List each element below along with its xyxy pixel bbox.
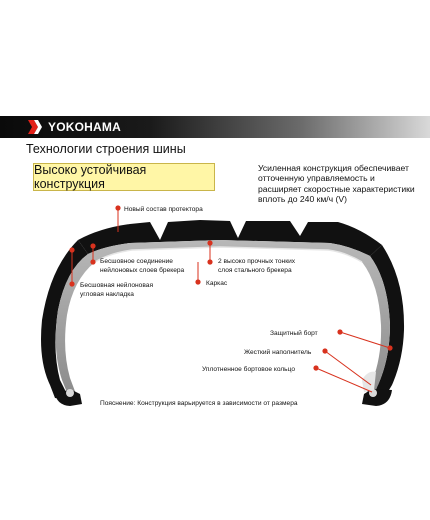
dot-seamless-joint: [90, 243, 96, 249]
label-bead-ring: Уплотненное бортовое кольцо: [202, 365, 295, 373]
dot-carcass: [195, 279, 201, 285]
carcass-layer: [55, 240, 390, 395]
right-bead-filler: [362, 371, 376, 392]
dot-corner-overlay-label: [69, 281, 75, 287]
feature-box-label: Высоко устойчивая конструкция: [34, 163, 147, 191]
label-corner-overlay-1: Бесшовная нейлоновая: [80, 281, 153, 289]
right-sidewall: [365, 245, 405, 405]
yokohama-chevron-icon: [28, 120, 42, 134]
tread-band: [78, 220, 382, 256]
leader-bead-filler: [324, 350, 372, 386]
leader-rim-guard: [339, 331, 391, 349]
dot-rim-guard: [337, 329, 343, 335]
dot-corner-overlay: [69, 247, 75, 253]
right-bead: [362, 389, 392, 406]
label-carcass: Каркас: [206, 280, 228, 287]
brand-bar: [0, 116, 430, 138]
inner-liner: [94, 246, 363, 263]
dot-bead-ring: [313, 365, 319, 371]
label-bead-filler: Жесткий наполнитель: [244, 348, 312, 356]
left-bead-ring: [66, 389, 74, 397]
label-seamless-joint-2: нейлоновых слоев брекера: [100, 266, 185, 274]
label-steel-breaker-2: слоя стального брекера: [218, 266, 292, 274]
dot-seamless-joint-label: [90, 259, 96, 265]
brand-logo: YOKOHAMA: [28, 119, 121, 135]
dot-bead-filler: [322, 348, 328, 354]
label-corner-overlay-2: угловая накладка: [80, 291, 134, 298]
brand-name: YOKOHAMA: [48, 120, 121, 134]
label-seamless-joint-1: Бесшовное соединение: [100, 258, 173, 265]
leader-bead-ring: [315, 367, 373, 393]
left-bead: [55, 390, 82, 406]
dot-rim-guard-end: [387, 345, 393, 351]
section-title: Технологии строения шины: [26, 142, 186, 156]
label-steel-breaker-1: 2 высоко прочных тонких: [218, 258, 296, 265]
dot-tread-compound: [115, 205, 121, 211]
left-sidewall: [41, 240, 88, 400]
dot-steel-breaker: [207, 240, 213, 246]
right-bead-ring: [369, 389, 377, 397]
dot-steel-breaker-label: [207, 259, 213, 265]
label-tread-compound: Новый состав протектора: [124, 205, 203, 213]
description: Усиленная конструкция обеспечивает отточ…: [258, 163, 415, 205]
note: Пояснение: Конструкция варьируется в зав…: [100, 400, 298, 407]
feature-box: Высоко устойчивая конструкция: [33, 163, 215, 191]
label-rim-guard: Защитный борт: [270, 329, 318, 337]
